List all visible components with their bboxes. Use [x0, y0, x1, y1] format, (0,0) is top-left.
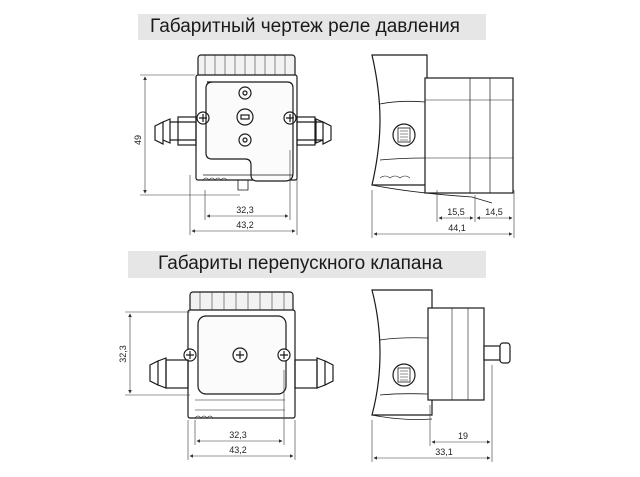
valve-side-dimensions — [371, 365, 493, 462]
relay-side-view — [371, 54, 514, 204]
relay-front-dimensions — [140, 74, 298, 235]
valve-front-dimensions — [125, 311, 296, 460]
relay-outer-width-label: 43,2 — [236, 220, 254, 230]
relay-front-view — [154, 54, 332, 191]
relay-side-total-label: 44,1 — [448, 223, 466, 233]
relay-side-dimensions — [371, 190, 515, 238]
relay-inner-width-label: 32,3 — [236, 205, 254, 215]
relay-drawing-title: Габаритный чертеж реле давления — [138, 14, 486, 40]
valve-side-a-label: 19 — [458, 431, 468, 441]
valve-side-view — [371, 289, 511, 420]
valve-height-label: 32,3 — [118, 345, 128, 363]
valve-front-view — [149, 291, 334, 419]
relay-height-label: 49 — [133, 135, 143, 145]
valve-side-total-label: 33,1 — [435, 447, 453, 457]
valve-drawing-title: Габариты перепускного клапана — [128, 251, 486, 278]
valve-outer-width-label: 43,2 — [229, 445, 247, 455]
relay-side-b-label: 14,5 — [485, 207, 503, 217]
relay-side-a-label: 15,5 — [447, 207, 465, 217]
valve-inner-width-label: 32,3 — [229, 430, 247, 440]
